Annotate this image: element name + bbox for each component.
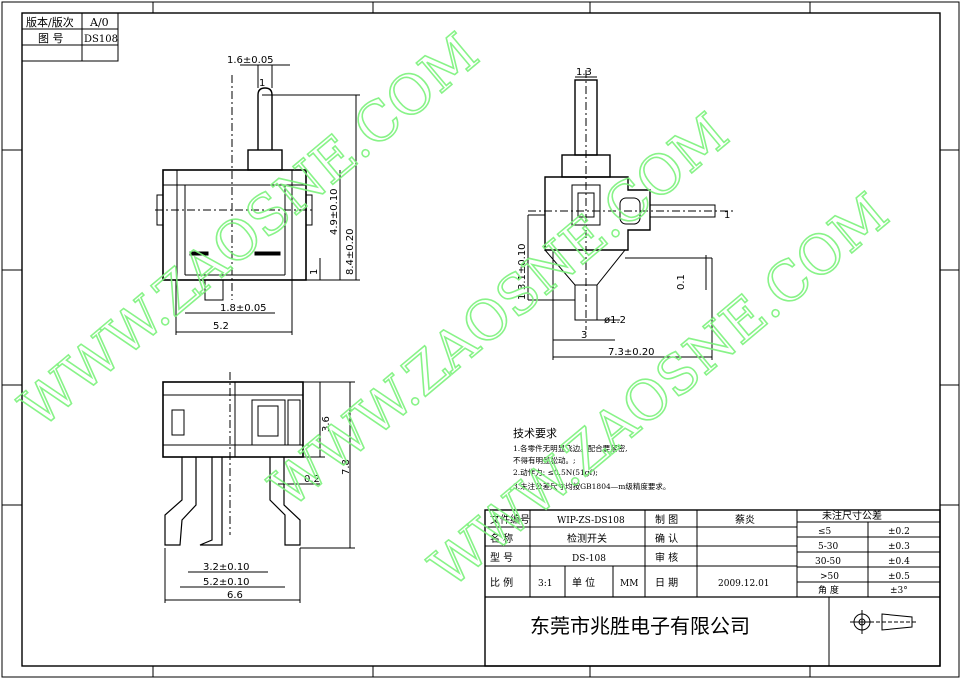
version-label: 版本/版次: [26, 15, 74, 29]
bottom-dim-pitch: 3.2±0.10: [203, 562, 250, 573]
tech-item: 1.各零件无明显飞边。配合要紧密,: [513, 443, 628, 453]
drafter-label: 制 图: [655, 513, 678, 526]
review-label: 审 核: [655, 551, 678, 564]
version-value: A/0: [89, 16, 109, 29]
drawing-no-value: DS108: [84, 34, 118, 45]
front-view: [155, 64, 360, 335]
front-dim-top-width: 1.6±0.05: [227, 55, 274, 66]
side-view: [527, 70, 735, 360]
front-dim-body-height: 4.9±0.10: [329, 188, 340, 235]
company-name: 东莞市兆胜电子有限公司: [530, 614, 750, 638]
front-dim-bottom-width: 5.2: [213, 321, 229, 332]
drafter-value: 蔡炎: [735, 513, 755, 526]
tolerance-value: ±0.3: [888, 542, 910, 552]
tolerance-range: 角 度: [818, 584, 839, 596]
tech-item: 2.动作力: ≤0.5N(51gf);: [513, 467, 598, 477]
scale-value: 3:1: [538, 579, 552, 589]
tolerance-range: >50: [820, 572, 839, 582]
date-value: 2009.12.01: [718, 579, 770, 589]
bottom-view: [162, 372, 355, 603]
title-block: [484, 509, 941, 667]
model-label: 型 号: [490, 551, 513, 564]
scale-label: 比 例: [490, 576, 513, 589]
file-no-label: 文件编号: [490, 513, 530, 526]
tolerance-value: ±0.2: [888, 527, 910, 537]
unit-value: MM: [620, 579, 638, 589]
side-dim-pin-offset: 3: [581, 330, 587, 341]
name-label: 名 称: [490, 532, 513, 545]
bottom-dim-body-width: 5.2±0.10: [203, 577, 250, 588]
projection-symbol-icon: [850, 610, 918, 634]
tolerance-title: 未注尺寸公差: [822, 509, 882, 522]
side-dim-tab-1: 1: [517, 294, 528, 300]
side-dim-tab-2: 0.1: [676, 274, 687, 290]
side-dim-top-width: 1.3: [576, 67, 592, 78]
side-dim-body-height: 3.1±0.10: [517, 243, 528, 290]
front-dim-small-height: 1: [309, 269, 320, 275]
bottom-dim-inner-height: 3.6: [321, 416, 332, 432]
tolerance-value: ±3°: [890, 586, 908, 596]
bottom-dim-total-width: 6.6: [227, 590, 243, 601]
side-dim-lever-thickness: 1: [724, 210, 730, 221]
model-value: DS-108: [572, 554, 606, 564]
front-dim-total-height: 8.4±0.20: [345, 228, 356, 275]
tech-title: 技术要求: [513, 427, 557, 440]
bottom-dim-gap: 0.2: [304, 474, 320, 485]
front-dim-bottom-tab: 1.8±0.05: [220, 303, 267, 314]
bottom-dim-total-height: 7.8: [341, 459, 352, 475]
drawing-no-label: 图 号: [38, 32, 64, 45]
file-no-value: WIP-ZS-DS108: [557, 516, 625, 526]
name-value: 检测开关: [567, 532, 607, 545]
tolerance-range: 30-50: [815, 557, 841, 567]
side-dim-total-width: 7.3±0.20: [608, 347, 655, 358]
front-dim-lever-thickness: 1: [259, 78, 265, 89]
watermark: WWW.ZAOSNE.COM WWW.ZAOSNE.COM WWW.ZAOSNE…: [7, 20, 901, 601]
tech-item: 3.未注公差尺寸均按GB1804—m级精度要求。: [513, 481, 670, 491]
tolerance-range: ≤5: [818, 527, 832, 537]
tech-item: 不得有明显松动。;: [513, 455, 576, 465]
revision-box: 版本/版次 A/0 图 号 DS108: [21, 12, 119, 62]
date-label: 日 期: [655, 577, 678, 589]
title-block-text: 文件编号 WIP-ZS-DS108 制 图 蔡炎 名 称 检测开关 确 认 型 …: [490, 509, 910, 638]
tech-requirements: 技术要求 1.各零件无明显飞边。配合要紧密, 不得有明显松动。; 2.动作力: …: [513, 427, 670, 491]
side-dim-pin-dia: ø1.2: [604, 315, 626, 326]
confirm-label: 确 认: [655, 532, 678, 545]
tolerance-value: ±0.5: [888, 572, 910, 582]
tolerance-value: ±0.4: [888, 557, 910, 567]
unit-label: 单 位: [572, 576, 595, 589]
tolerance-range: 5-30: [818, 542, 838, 552]
